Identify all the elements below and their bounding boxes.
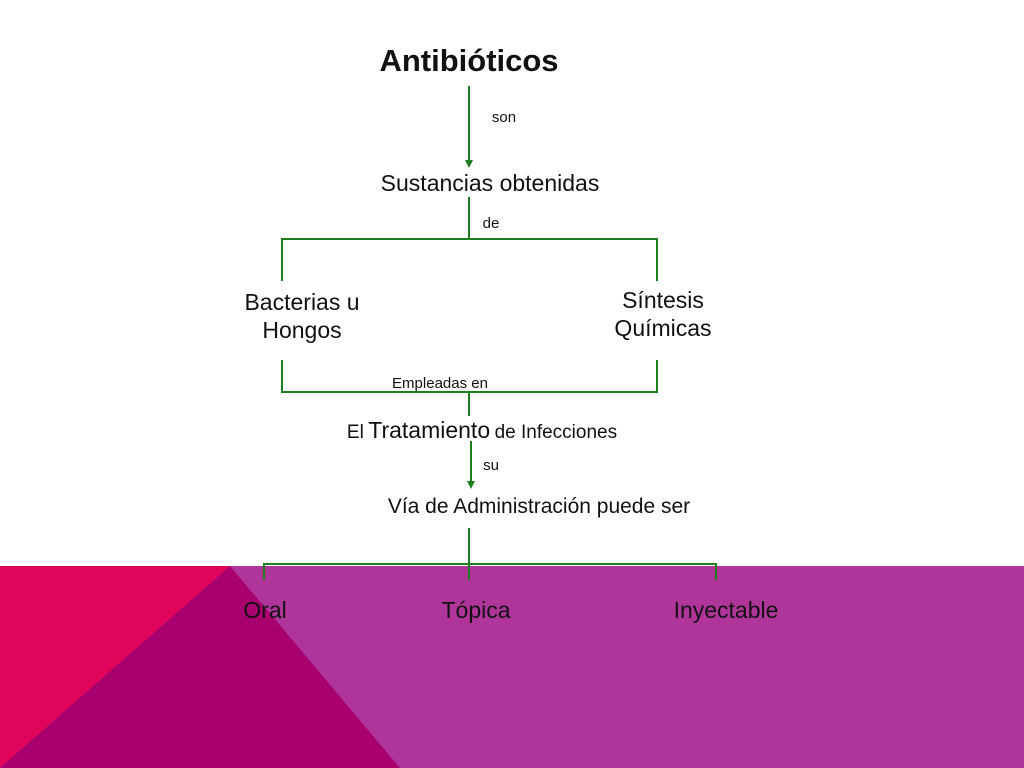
node-via-administracion: Vía de Administración puede ser	[387, 495, 691, 518]
node-bacterias: Bacterias u Hongos	[244, 289, 359, 344]
node-bacterias-line-2: Hongos	[262, 316, 342, 343]
leaf-topica: Tópica	[441, 597, 511, 623]
node-bacterias-line-1: Bacterias u	[244, 289, 360, 315]
connector-label-su: su	[483, 457, 499, 474]
node-tratamiento-main: Tratamiento	[368, 417, 491, 443]
leaf-oral: Oral	[243, 597, 287, 623]
leaf-inyectable: Inyectable	[673, 597, 779, 623]
node-sustancias: Sustancias obtenidas	[380, 170, 600, 196]
connector-label-son: son	[491, 109, 517, 126]
node-tratamiento-suffix: de Infecciones	[494, 422, 618, 443]
node-sintesis: Síntesis Químicas	[614, 287, 711, 342]
connector-label-de: de	[482, 215, 500, 232]
bracket-top	[281, 238, 658, 281]
connector-label-empleadas: Empleadas en	[392, 375, 488, 392]
node-sintesis-line-1: Síntesis	[622, 287, 704, 313]
node-sintesis-line-2: Químicas	[614, 314, 712, 341]
node-tratamiento: El Tratamiento de Infecciones	[347, 417, 617, 445]
bracket-leaves	[263, 563, 717, 580]
band-dark-triangle	[0, 566, 400, 768]
node-tratamiento-prefix: El	[346, 422, 364, 443]
diagram-title: Antibióticos	[379, 43, 559, 78]
